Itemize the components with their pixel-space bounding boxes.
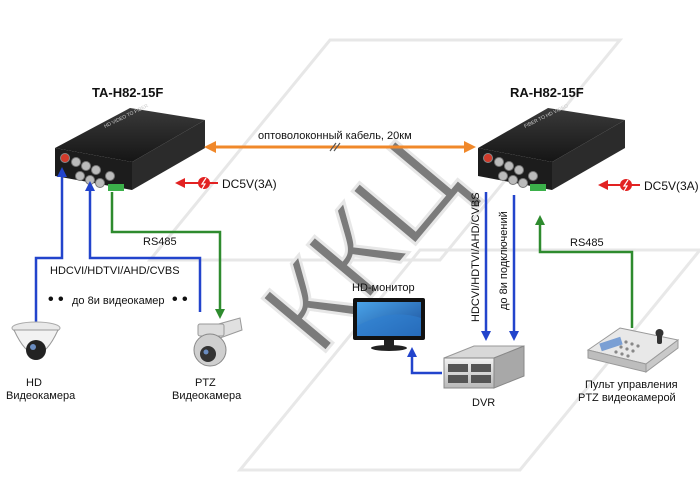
dvr-to-monitor-line [407, 347, 442, 375]
receiver-rs485-terminal [530, 184, 546, 191]
receiver-device: FIBER TO HD VIDEO [478, 103, 625, 191]
power-right-label: DC5V(3A) [644, 179, 699, 193]
transmitter-title: TA-H82-15F [92, 85, 163, 100]
ptz-controller-icon [586, 327, 680, 373]
power-input-left: DC5V(3A) [175, 177, 277, 191]
transmitter-device: HD VIDEO TO FIBER [55, 103, 205, 191]
hd-camera-icon [11, 321, 61, 360]
watermark: ККЦ [146, 38, 700, 472]
hd-camera-video-line [34, 167, 67, 322]
fiber-break-icon [329, 142, 341, 152]
dvr-label: DVR [472, 397, 495, 409]
monitor-label: HD-монитор [352, 282, 415, 294]
controller-line1: Пульт управления [585, 379, 678, 391]
dvr-icon [443, 345, 525, 389]
fiber-label: оптоволоконный кабель, 20км [258, 130, 412, 142]
ptz-camera-line2: Видеокамера [172, 390, 242, 402]
signal-left-label: HDCVI/HDTVI/AHD/CVBS [50, 265, 180, 277]
transmitter-rs485-terminal [108, 184, 124, 191]
transmitter-bnc-ports [60, 153, 115, 188]
power-icon [198, 177, 210, 189]
hd-camera-line2: Видеокамера [6, 390, 76, 402]
power-input-right: DC5V(3A) [598, 179, 699, 193]
rs485-right-label: RS485 [570, 237, 604, 249]
signal-vertical-label: HDCVI/HDTVI/AHD/CVBS [470, 192, 482, 322]
ptz-camera-video-line [85, 181, 202, 312]
receiver-bnc-ports [483, 153, 538, 188]
hd-camera-line1: HD [26, 377, 42, 389]
cameras-vertical-label: до 8и подключений [498, 211, 510, 310]
rs485-left-label: RS485 [143, 236, 177, 248]
rs485-right-line [535, 215, 634, 328]
ptz-camera-icon [193, 317, 243, 367]
controller-line2: PTZ видеокамерой [578, 392, 676, 404]
receiver-title: RA-H82-15F [510, 85, 584, 100]
power-left-label: DC5V(3A) [222, 177, 277, 191]
dots-right: • • [172, 291, 188, 308]
dots-left: • • [48, 291, 64, 308]
rs485-left-line [110, 192, 225, 319]
power-icon [620, 179, 632, 191]
monitor-icon [353, 298, 425, 351]
cameras-left-label: до 8и видеокамер [72, 295, 165, 307]
ptz-camera-line1: PTZ [195, 377, 216, 389]
